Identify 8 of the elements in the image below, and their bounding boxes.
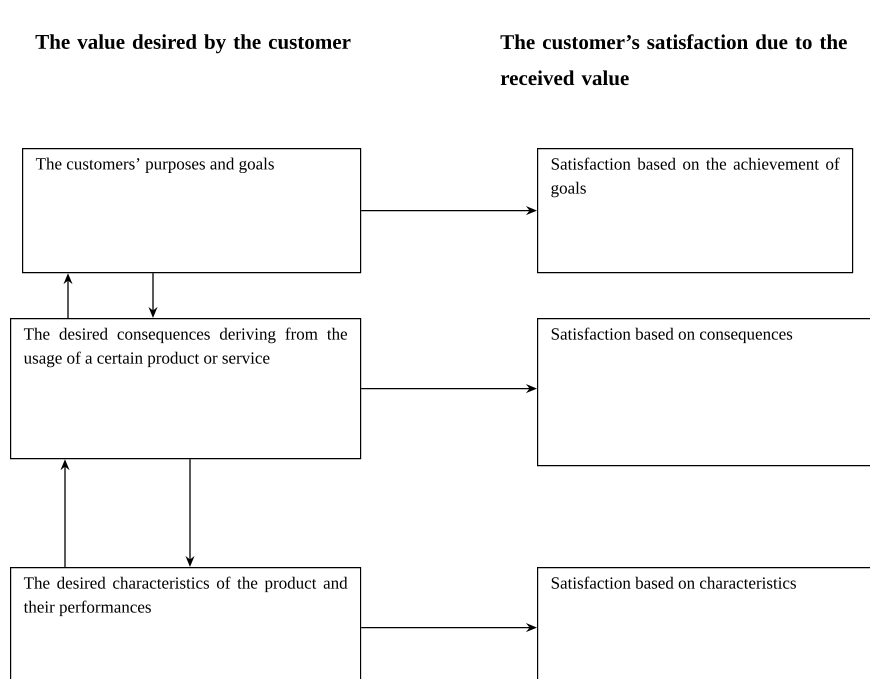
process-box: Satisfaction based on characteristics bbox=[537, 567, 870, 679]
process-box: Satisfaction based on the achievement of goals bbox=[537, 148, 854, 274]
heading: The value desired by the customer bbox=[36, 34, 350, 54]
heading: The customer’s satisfaction due to the received value bbox=[500, 34, 847, 86]
process-box: The desired consequences deriving from the usage of a certain product or service bbox=[10, 318, 362, 460]
process-box: The customers’ purposes and goals bbox=[22, 148, 362, 274]
process-box: The desired characteristics of the product and their performances bbox=[10, 567, 362, 679]
process-box: Satisfaction based on consequences bbox=[537, 318, 870, 466]
